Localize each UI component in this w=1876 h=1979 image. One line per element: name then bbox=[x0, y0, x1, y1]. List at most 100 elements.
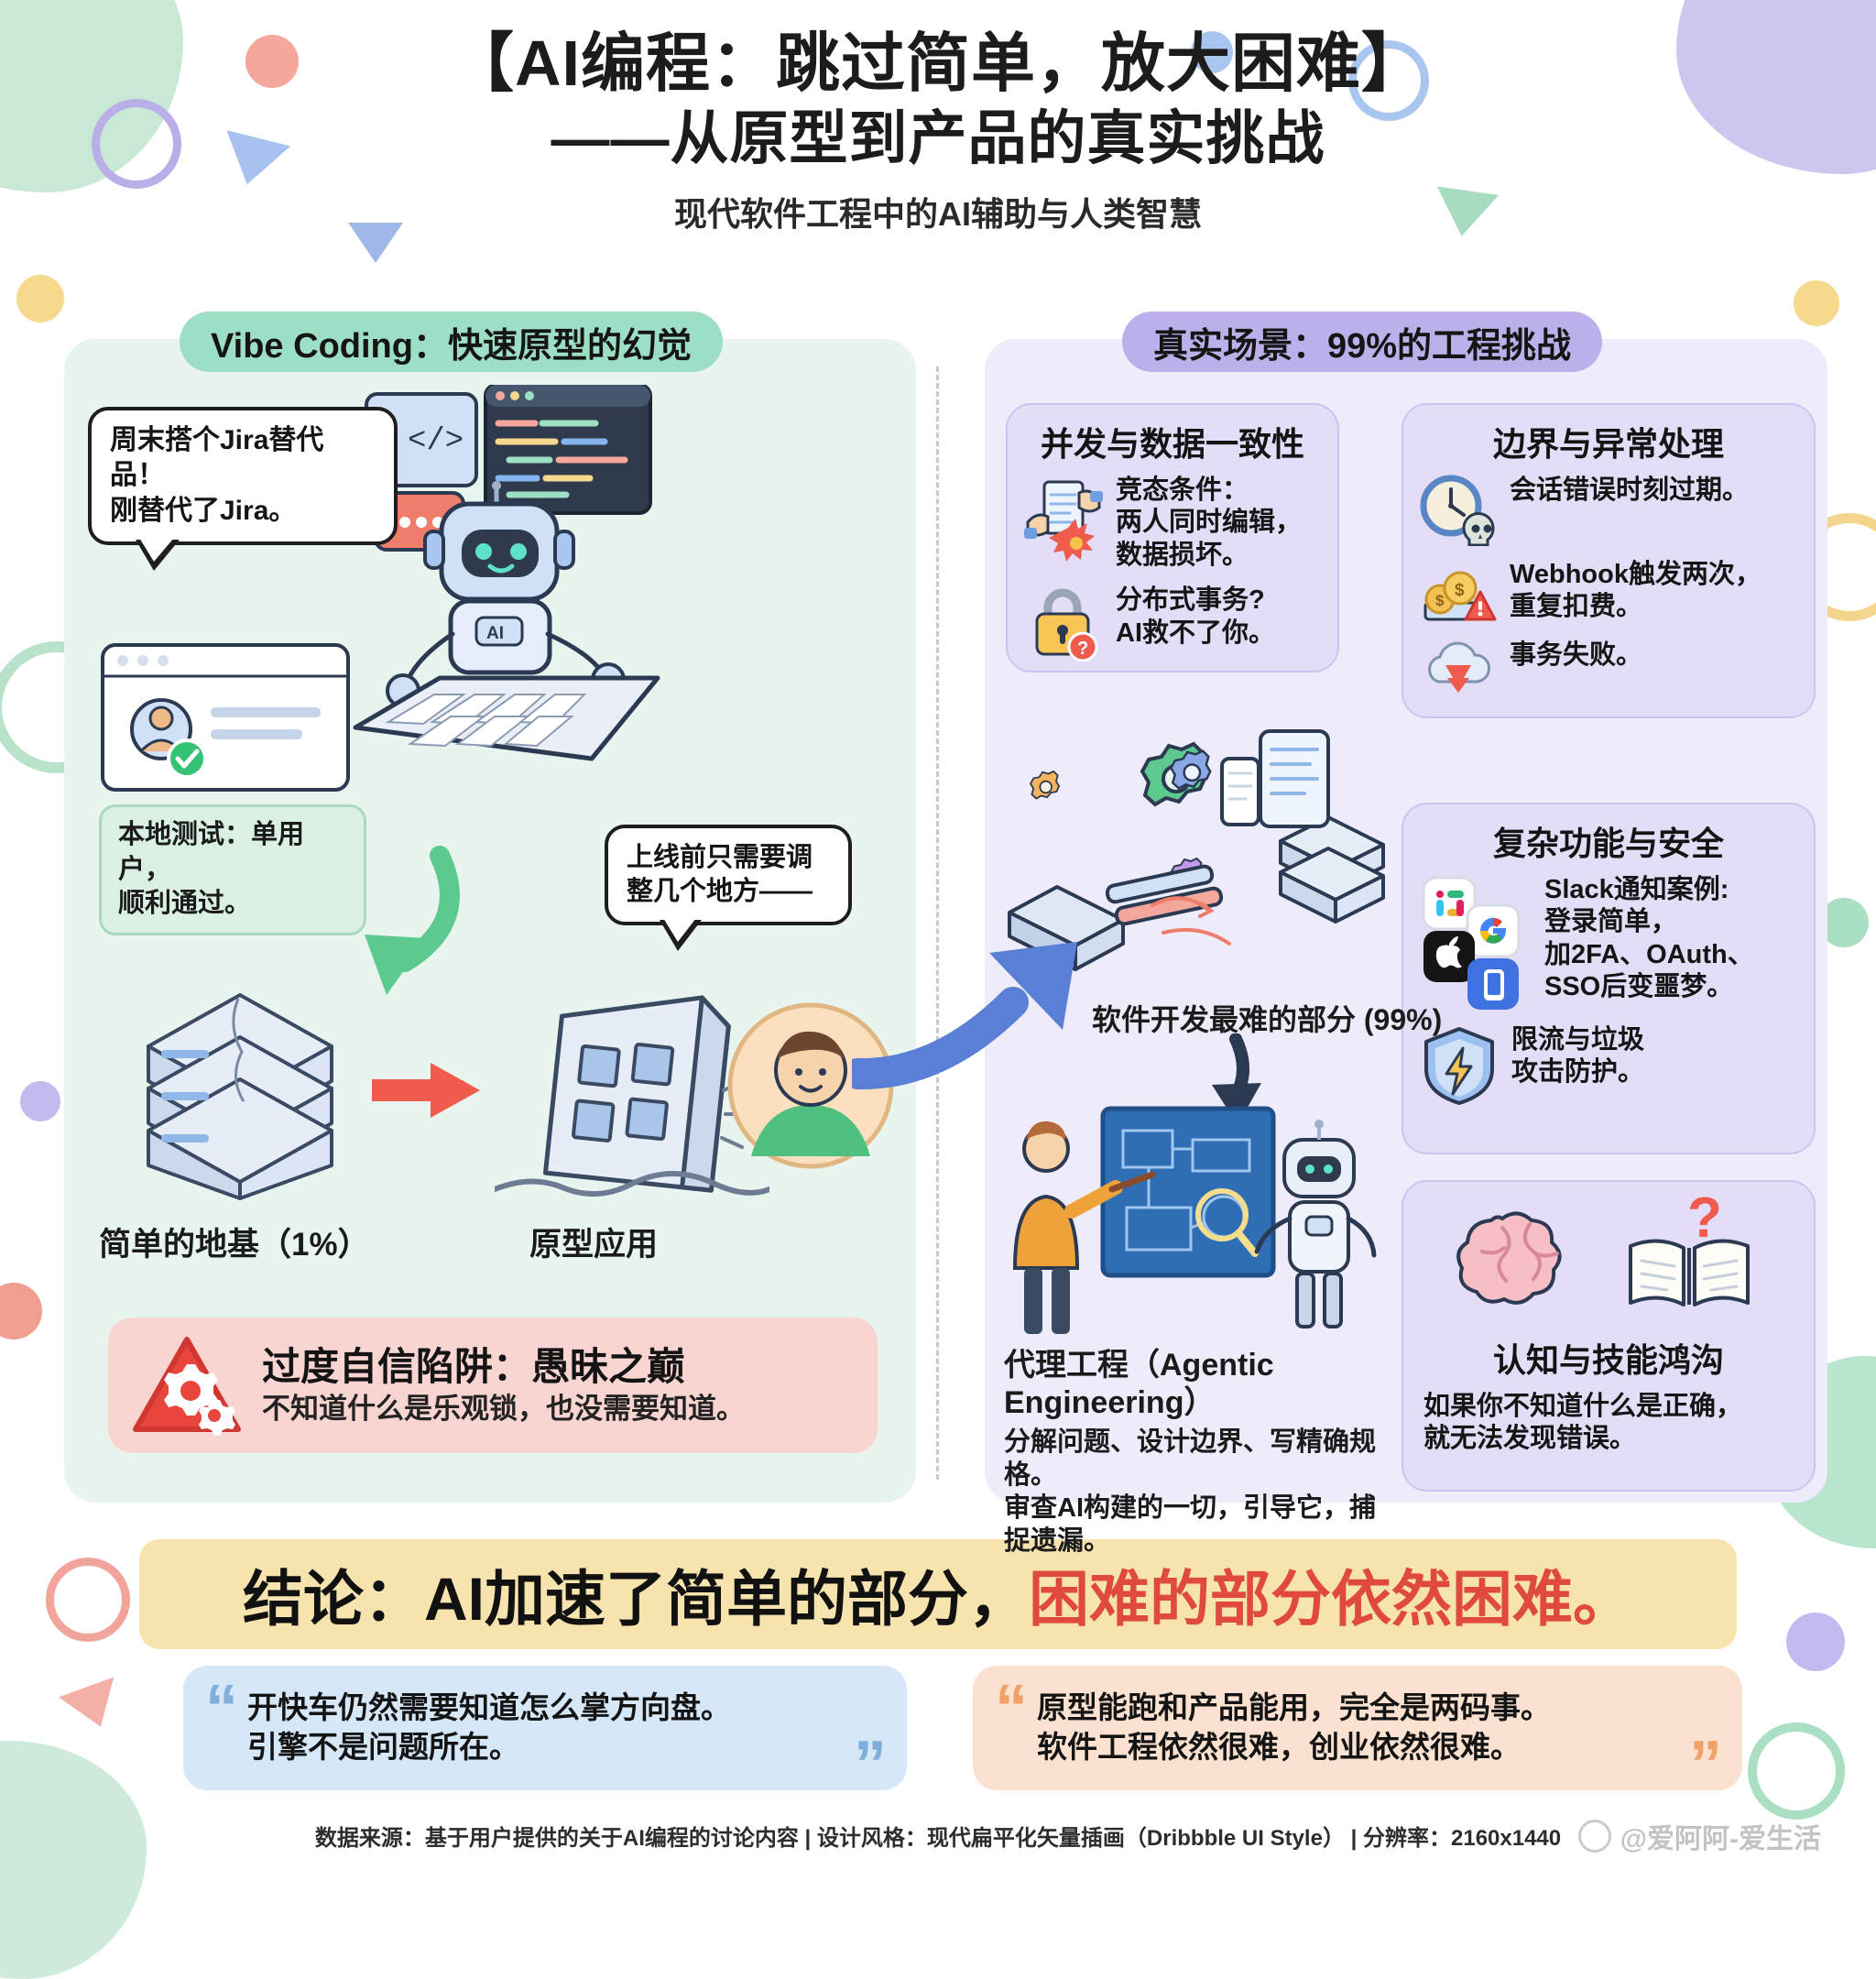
down-arrow-icon bbox=[1212, 1033, 1261, 1125]
watermark: @爱阿阿-爱生活 bbox=[1577, 1816, 1821, 1856]
agentic-line2: 审查AI构建的一切，引导它，捕捉遗漏。 bbox=[1004, 1493, 1377, 1557]
prototype-building-illustration bbox=[495, 995, 769, 1197]
quote-close-icon-left: ” bbox=[854, 1727, 887, 1801]
robot-speech-line2: 刚替代了Jira。 bbox=[110, 495, 297, 526]
card-security-item-1: Slack通知案例: 登录简单， 加2FA、OAuth、 SSO后变噩梦。 bbox=[1403, 870, 1814, 1021]
red-arrow-icon bbox=[372, 1063, 480, 1118]
page-title: 【AI编程：跳过简单，放大困难】 bbox=[450, 27, 1426, 99]
deco-circle-yellow-right bbox=[1794, 280, 1839, 326]
ratelimit-line1: 限流与垃圾 bbox=[1511, 1025, 1645, 1055]
card-cognitive-title: 认知与技能鸿沟 bbox=[1492, 1341, 1724, 1379]
robot-speech-line1: 周末搭个Jira替代品！ bbox=[110, 425, 324, 491]
card-cognitive: ? 认知与技能鸿沟 如果你不知道什么是正确， 就无法发现错误。 bbox=[1402, 1180, 1816, 1492]
card-cognitive-text: 如果你不知道什么是正确， 就无法发现错误。 bbox=[1403, 1387, 1814, 1465]
txn-line1: 分布式事务? bbox=[1116, 585, 1265, 616]
green-arrow-icon bbox=[365, 846, 460, 995]
document-explosion-icon bbox=[1024, 480, 1103, 562]
race-line3: 数据损坏。 bbox=[1116, 540, 1249, 570]
cognitive-line2: 就无法发现错误。 bbox=[1423, 1424, 1637, 1454]
cloud-error-icon bbox=[1428, 641, 1491, 693]
warning-subtitle: 不知道什么是乐观锁，也没需要知道。 bbox=[262, 1392, 745, 1425]
svg-text:$: $ bbox=[1435, 592, 1445, 609]
quote-open-icon-right: “ bbox=[995, 1672, 1028, 1745]
local-test-note: 本地测试：单用户， 顺利通过。 bbox=[99, 804, 366, 936]
hardest-part-caption: 软件开发最难的部分 (99%) bbox=[1092, 1003, 1443, 1036]
deco-triangle-pink-bottomleft bbox=[59, 1677, 128, 1737]
card-concurrency-item-2-text: 分布式事务? AI救不了你。 bbox=[1116, 585, 1275, 650]
card-boundary-item-3: 事务失败。 bbox=[1403, 636, 1814, 707]
padlock-question-icon: ? bbox=[1035, 588, 1098, 662]
overconfidence-warning-banner: 过度自信陷阱：愚昧之巅 不知道什么是乐观锁，也没需要知道。 bbox=[108, 1318, 878, 1453]
agentic-title: 代理工程（Agentic Engineering） bbox=[1004, 1348, 1274, 1420]
bubble-tail-inner-icon bbox=[139, 538, 174, 563]
app-logos-icon bbox=[1422, 876, 1521, 1010]
conclusion-banner: 结论：AI加速了简单的部分， 困难的部分依然困难。 bbox=[139, 1539, 1737, 1649]
warning-title: 过度自信陷阱：愚昧之巅 bbox=[262, 1344, 686, 1388]
conclusion-part2: 困难的部分依然困难。 bbox=[1029, 1565, 1633, 1633]
card-concurrency-item-1: 竞态条件： 两人同时编辑， 数据损坏。 bbox=[1008, 471, 1337, 581]
brain-icon bbox=[1456, 1211, 1562, 1305]
watermark-text: @爱阿阿-爱生活 bbox=[1620, 1824, 1821, 1854]
svg-text:?: ? bbox=[1077, 639, 1088, 659]
page-tagline: 现代软件工程中的AI辅助与人类智慧 bbox=[673, 194, 1202, 233]
card-boundary-item-3-text: 事务失败。 bbox=[1510, 640, 1642, 672]
open-book-question-icon: ? bbox=[1629, 1197, 1750, 1307]
card-security: 复杂功能与安全 Slack通知案例: 登录简单， bbox=[1402, 803, 1816, 1154]
deco-circle-purple-left bbox=[20, 1081, 60, 1121]
card-security-title: 复杂功能与安全 bbox=[1492, 825, 1724, 862]
quote-open-icon-left: “ bbox=[205, 1672, 238, 1745]
person-speech-bubble: 上线前只需要调 整几个地方—— bbox=[605, 825, 852, 952]
big-blue-arrow-icon bbox=[852, 942, 1077, 1090]
watermark-logo-icon bbox=[1577, 1820, 1611, 1853]
slack-line2: 登录简单， bbox=[1544, 907, 1678, 937]
svg-text:</>: </> bbox=[408, 424, 464, 459]
quote-right-text: 原型能跑和产品能用，完全是两码事。 软件工程依然很难，创业依然很难。 bbox=[1037, 1689, 1551, 1767]
person-bubble-tail-inner-icon bbox=[663, 918, 696, 943]
person-speech-line2: 整几个地方—— bbox=[627, 877, 813, 907]
footer-source-text: 数据来源：基于用户提供的关于AI编程的讨论内容 | 设计风格：现代扁平化矢量插画… bbox=[314, 1826, 1562, 1851]
card-boundary: 边界与异常处理 会话错误时刻过期。 $ $ Webhook触发两次， 重复扣费。 bbox=[1402, 403, 1816, 718]
card-cognitive-item-text: 如果你不知道什么是正确， 就无法发现错误。 bbox=[1423, 1391, 1742, 1456]
card-security-item-1-text: Slack通知案例: 登录简单， 加2FA、OAuth、 SSO后变噩梦。 bbox=[1544, 874, 1754, 1004]
page-subtitle-dash: ——从原型到产品的真实挑战 bbox=[551, 104, 1325, 171]
complex-system-illustration bbox=[1008, 729, 1385, 971]
quote-left-text: 开快车仍然需要知道怎么掌方向盘。 引擎不是问题所在。 bbox=[247, 1689, 731, 1767]
quote-card-left: “ 开快车仍然需要知道怎么掌方向盘。 引擎不是问题所在。 ” bbox=[183, 1666, 907, 1801]
card-cognitive-icons: ? bbox=[1403, 1182, 1814, 1334]
agentic-line1: 分解问题、设计边界、写精确规格。 bbox=[1004, 1427, 1377, 1490]
card-boundary-item-1-text: 会话错误时刻过期。 bbox=[1510, 475, 1749, 507]
local-test-line1: 本地测试：单用户， bbox=[118, 820, 305, 884]
cognitive-line1: 如果你不知道什么是正确， bbox=[1423, 1392, 1743, 1421]
local-test-line2: 顺利通过。 bbox=[118, 889, 252, 919]
svg-text:AI: AI bbox=[486, 624, 504, 643]
card-concurrency-item-2: ? 分布式事务? AI救不了你。 bbox=[1008, 581, 1337, 671]
deco-circle-red-left-low bbox=[0, 1283, 42, 1339]
session-line1: 会话错误时刻过期。 bbox=[1510, 476, 1750, 505]
card-security-item-2-text: 限流与垃圾 攻击防护。 bbox=[1511, 1024, 1644, 1089]
race-line2: 两人同时编辑， bbox=[1116, 508, 1303, 538]
agentic-engineering-illustration bbox=[1012, 1106, 1377, 1334]
race-line1: 竞态条件： bbox=[1116, 476, 1249, 505]
page-header: 【AI编程：跳过简单，放大困难】 ——从原型到产品的真实挑战 现代软件工程中的A… bbox=[0, 26, 1876, 235]
browser-window-illustration bbox=[101, 643, 350, 792]
coins-warning-icon: $ $ bbox=[1423, 571, 1497, 621]
deco-ring-green-bottomright bbox=[1748, 1722, 1845, 1820]
simple-foundation-illustration bbox=[147, 993, 333, 1200]
card-concurrency-title: 并发与数据一致性 bbox=[1040, 425, 1304, 463]
card-concurrency: 并发与数据一致性 竞态条件： 两人同时编辑， 数据损坏。 bbox=[1006, 403, 1339, 672]
txnfail-line1: 事务失败。 bbox=[1510, 640, 1643, 670]
developer-avatar bbox=[727, 1002, 894, 1169]
quote-right-line1: 原型能跑和产品能用，完全是两码事。 bbox=[1037, 1690, 1551, 1725]
robot-speech-bubble: 周末搭个Jira替代品！ 刚替代了Jira。 bbox=[88, 407, 398, 572]
right-panel-heading: 真实场景：99%的工程挑战 bbox=[1122, 312, 1603, 372]
quote-left-line1: 开快车仍然需要知道怎么掌方向盘。 bbox=[247, 1690, 731, 1725]
card-boundary-item-1: 会话错误时刻过期。 bbox=[1403, 471, 1814, 555]
deco-circle-yellow-left bbox=[16, 275, 64, 323]
quote-card-right: “ 原型能跑和产品能用，完全是两码事。 软件工程依然很难，创业依然很难。 ” bbox=[973, 1666, 1742, 1798]
webhook-line2: 重复扣费。 bbox=[1510, 592, 1643, 622]
deco-blob-green-bottomleft bbox=[0, 1741, 147, 1979]
foundation-label: 简单的地基（1%） bbox=[99, 1227, 370, 1263]
deco-ring-red-bottomleft bbox=[46, 1558, 130, 1642]
deco-circle-purple-bottomright bbox=[1786, 1613, 1845, 1671]
slack-line1: Slack通知案例: bbox=[1544, 875, 1729, 904]
